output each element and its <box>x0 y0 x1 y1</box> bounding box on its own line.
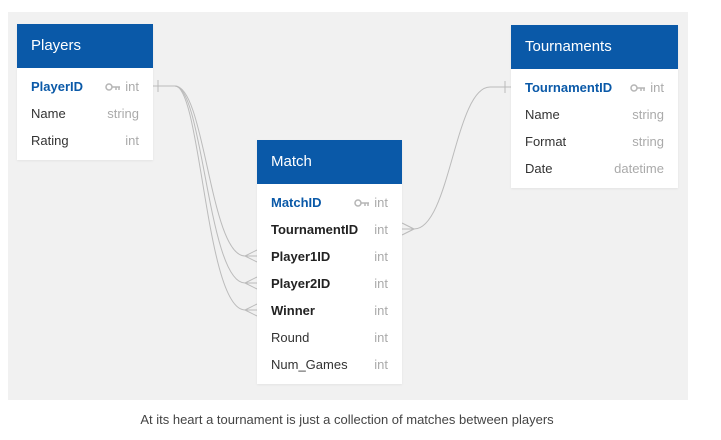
column-type: int <box>374 249 388 264</box>
tournaments-row-date[interactable]: Date datetime <box>511 155 678 182</box>
column-name: TournamentID <box>271 222 359 237</box>
column-name: Round <box>271 330 310 345</box>
players-row-playerid[interactable]: PlayerID int <box>17 73 153 100</box>
players-table[interactable]: Players PlayerID int Name string Rating … <box>17 24 153 160</box>
match-table-title: Match <box>271 153 312 170</box>
key-icon <box>630 83 646 92</box>
players-row-rating[interactable]: Rating int <box>17 127 153 154</box>
column-type: int <box>105 73 139 100</box>
match-row-round[interactable]: Round int <box>257 324 402 351</box>
key-icon <box>354 198 370 207</box>
match-row-num-games[interactable]: Num_Games int <box>257 351 402 378</box>
column-name: Date <box>525 161 553 176</box>
match-table-header[interactable]: Match <box>257 140 402 184</box>
column-name: Name <box>525 107 560 122</box>
diagram-caption: At its heart a tournament is just a coll… <box>140 412 554 427</box>
match-row-player2id[interactable]: Player2ID int <box>257 270 402 297</box>
column-name: Player2ID <box>271 276 331 291</box>
column-type: int <box>374 276 388 291</box>
column-type: int <box>630 74 664 101</box>
column-type: string <box>107 106 139 121</box>
column-name: TournamentID <box>525 80 613 95</box>
column-type: int <box>354 189 388 216</box>
column-name: Rating <box>31 133 69 148</box>
match-row-tournamentid[interactable]: TournamentID int <box>257 216 402 243</box>
column-type-label: int <box>650 80 664 95</box>
tournaments-table[interactable]: Tournaments TournamentID int Name string… <box>511 25 678 188</box>
column-name: Winner <box>271 303 315 318</box>
column-name: Num_Games <box>271 357 348 372</box>
match-row-matchid[interactable]: MatchID int <box>257 189 402 216</box>
tournaments-table-title: Tournaments <box>525 38 612 55</box>
match-table[interactable]: Match MatchID int TournamentID int Playe… <box>257 140 402 384</box>
tournaments-table-header[interactable]: Tournaments <box>511 25 678 69</box>
column-type: string <box>632 107 664 122</box>
column-name: PlayerID <box>31 79 84 94</box>
column-name: Player1ID <box>271 249 331 264</box>
column-type: int <box>125 133 139 148</box>
players-table-header[interactable]: Players <box>17 24 153 68</box>
column-type-label: int <box>125 79 139 94</box>
column-type: datetime <box>614 161 664 176</box>
players-table-title: Players <box>31 37 82 54</box>
tournaments-row-format[interactable]: Format string <box>511 128 678 155</box>
column-type: int <box>374 330 388 345</box>
column-type: string <box>632 134 664 149</box>
match-row-player1id[interactable]: Player1ID int <box>257 243 402 270</box>
column-type-label: int <box>374 195 388 210</box>
key-icon <box>105 82 121 91</box>
players-row-name[interactable]: Name string <box>17 100 153 127</box>
column-type: int <box>374 303 388 318</box>
column-name: Name <box>31 106 66 121</box>
column-type: int <box>374 357 388 372</box>
column-name: MatchID <box>271 195 322 210</box>
column-name: Format <box>525 134 567 149</box>
tournaments-row-name[interactable]: Name string <box>511 101 678 128</box>
tournaments-row-tournamentid[interactable]: TournamentID int <box>511 74 678 101</box>
match-row-winner[interactable]: Winner int <box>257 297 402 324</box>
column-type: int <box>374 222 388 237</box>
